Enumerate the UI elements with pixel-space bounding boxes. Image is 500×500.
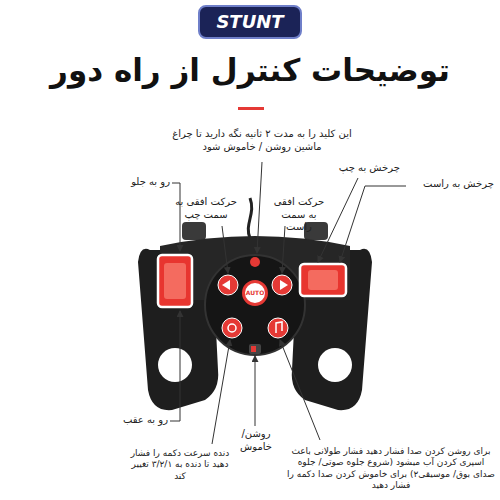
auto-button-text: AUTO (246, 289, 265, 296)
sound-button (268, 318, 288, 338)
leader-line (280, 340, 320, 440)
backward-label: رو به عقب (108, 414, 168, 427)
forward-back-stick (158, 255, 192, 307)
grip-hole (318, 348, 352, 382)
leader-line (340, 186, 406, 262)
steering-stick (300, 264, 346, 296)
gear-button (222, 318, 242, 338)
leader-line (212, 340, 230, 444)
brand-badge: STUNT (198, 5, 301, 39)
leader-line (257, 162, 262, 253)
music-icon (276, 322, 282, 333)
steer-left-label: چرخش به چپ (330, 162, 400, 175)
controller-center (205, 255, 305, 355)
title-underline (238, 107, 264, 110)
steer-right-label: چرخش به راست (410, 178, 494, 191)
right-grip (292, 249, 372, 410)
power-switch (249, 344, 261, 354)
gear-note: دنده سرعت دکمه را فشار دهید تا دنده به ۳… (130, 448, 230, 482)
arrow-icon (222, 280, 230, 290)
forward-label: رو به جلو (108, 176, 170, 189)
light-note: این کلید را به مدت ۲ ثانیه نگه دارید تا … (167, 128, 357, 153)
leader-line (318, 178, 358, 262)
grip-hole (158, 348, 192, 382)
leader-line (282, 226, 285, 273)
left-button (218, 275, 238, 295)
move-left-label: حرکت افقی به سمت چپ (175, 196, 237, 221)
light-button (250, 257, 260, 267)
right-button (272, 275, 292, 295)
brand-badge-text: STUNT (216, 11, 283, 33)
stick-inner (308, 270, 338, 290)
arrow-icon (280, 280, 288, 290)
leader-line (170, 311, 180, 421)
stick-inner (164, 263, 186, 299)
power-label: روشن/ خاموش (225, 428, 287, 453)
cable (248, 198, 251, 238)
gear-icon (228, 324, 236, 332)
move-right-label: حرکت افقی به سمت راست (270, 196, 328, 234)
title: توضیحات کنترل از راه دور (50, 52, 450, 88)
leader-line (222, 226, 228, 273)
shoulder-knob (182, 222, 206, 240)
sound-note: برای روشن کردن صدا فشار دهید فشار طولانی… (286, 446, 496, 491)
leader-line (172, 183, 180, 251)
leader-line (255, 356, 256, 426)
power-switch-knob (251, 346, 256, 352)
